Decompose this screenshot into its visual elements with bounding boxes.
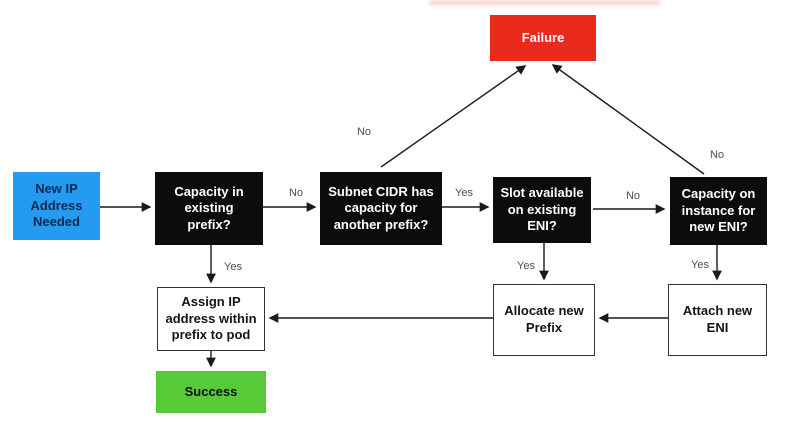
edge-label-capacity-no: No — [288, 187, 304, 199]
edge-label-instance-no: No — [709, 149, 725, 161]
node-label: Success — [184, 383, 238, 399]
node-failure: Failure — [490, 15, 596, 61]
edge-instance-no-to-failure — [551, 64, 705, 175]
edge-label-slot-no: No — [625, 190, 641, 202]
node-label: Failure — [521, 29, 565, 45]
node-capacity-existing-prefix: Capacity in existing prefix? — [155, 172, 263, 245]
edge-label-instance-yes: Yes — [691, 259, 709, 271]
node-allocate-new-prefix: Allocate new Prefix — [493, 284, 595, 356]
node-label: New IP Address Needed — [30, 181, 83, 230]
node-label: Assign IP address within prefix to pod — [165, 294, 257, 343]
node-assign-ip-to-pod: Assign IP address within prefix to pod — [157, 287, 265, 351]
node-success: Success — [156, 371, 266, 413]
node-subnet-cidr-capacity: Subnet CIDR has capacity for another pre… — [320, 172, 442, 245]
node-label: Attach new ENI — [682, 303, 753, 335]
red-ghost-artifact — [430, 0, 660, 5]
node-capacity-instance-new-eni: Capacity on instance for new ENI? — [670, 177, 767, 245]
node-attach-new-eni: Attach new ENI — [668, 284, 767, 356]
node-slot-available-eni: Slot available on existing ENI? — [493, 177, 591, 243]
edge-label-capacity-yes: Yes — [224, 261, 242, 273]
edge-label-subnet-yes: Yes — [455, 187, 473, 199]
node-label: Subnet CIDR has capacity for another pre… — [328, 183, 434, 232]
node-label: Allocate new Prefix — [504, 303, 584, 335]
node-label: Capacity in existing prefix? — [174, 183, 244, 232]
edge-label-subnet-no: No — [356, 126, 372, 138]
node-label: Slot available on existing ENI? — [500, 185, 584, 234]
node-label: Capacity on instance for new ENI? — [681, 186, 756, 235]
edge-label-slot-yes: Yes — [517, 260, 535, 272]
edge-subnet-no-to-failure — [380, 65, 527, 168]
node-new-ip-needed: New IP Address Needed — [13, 172, 100, 240]
